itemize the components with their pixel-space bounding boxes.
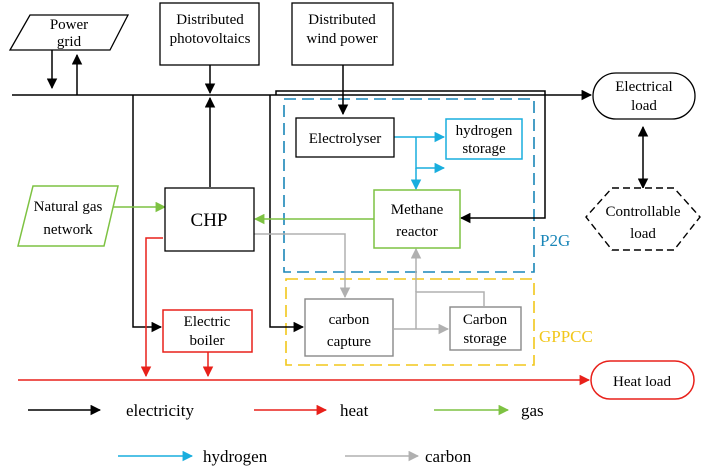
svg-text:capture: capture (327, 334, 371, 350)
controllable-load-node: Controllable load (585, 187, 701, 251)
svg-text:Power: Power (50, 17, 88, 33)
p2g-group-label: P2G (540, 231, 570, 250)
svg-text:CHP: CHP (191, 210, 228, 231)
carbon-flows (254, 233, 485, 335)
svg-text:load: load (630, 226, 656, 242)
svg-text:carbon: carbon (425, 447, 472, 466)
electrolyser-node: Electrolyser (295, 117, 395, 158)
chp-node: CHP (164, 187, 255, 252)
gas-flows (104, 201, 374, 225)
svg-text:grid: grid (57, 34, 82, 50)
legend: electricity heat gas hydrogen carbon (28, 401, 544, 466)
svg-text:electricity: electricity (126, 401, 194, 420)
legend-carbon: carbon (345, 447, 472, 466)
svg-text:Carbon: Carbon (463, 312, 508, 328)
legend-gas: gas (434, 401, 544, 420)
gppcc-group-box (285, 278, 535, 366)
electrical-load-node: Electrical load (592, 72, 696, 120)
legend-electricity: electricity (28, 401, 194, 420)
svg-text:hydrogen: hydrogen (203, 447, 268, 466)
svg-text:storage: storage (462, 141, 506, 157)
gppcc-group-label: GPPCC (539, 327, 593, 346)
svg-text:Electric: Electric (184, 314, 231, 330)
svg-text:boiler: boiler (190, 333, 225, 349)
distributed-pv-node: Distributed photovoltaics (159, 2, 260, 66)
legend-hydrogen: hydrogen (118, 447, 268, 466)
carbon-capture-node: carbon capture (304, 298, 394, 357)
hydrogen-flows (393, 131, 446, 191)
hydrogen-storage-node: hydrogen storage (445, 118, 523, 160)
svg-text:wind power: wind power (306, 31, 377, 47)
electric-boiler-node: Electric boiler (162, 309, 253, 353)
natural-gas-network-node: Natural gas network (17, 185, 119, 247)
svg-text:Distributed: Distributed (176, 12, 244, 28)
svg-text:load: load (631, 98, 657, 114)
svg-text:storage: storage (463, 331, 507, 347)
svg-text:Controllable: Controllable (606, 204, 681, 220)
methane-reactor-node: Methane reactor (373, 189, 461, 249)
svg-text:reactor: reactor (396, 224, 438, 240)
electricity-flows (12, 50, 649, 333)
carbon-storage-node: Carbon storage (449, 306, 522, 351)
svg-text:network: network (43, 222, 93, 238)
svg-text:photovoltaics: photovoltaics (170, 31, 251, 47)
svg-text:hydrogen: hydrogen (456, 123, 513, 139)
distributed-wind-node: Distributed wind power (291, 2, 394, 66)
p2g-group-box (283, 98, 535, 273)
svg-text:Electrolyser: Electrolyser (309, 131, 381, 147)
legend-heat: heat (254, 401, 369, 420)
svg-text:carbon: carbon (329, 312, 370, 328)
svg-text:Heat load: Heat load (613, 374, 671, 390)
svg-text:heat: heat (340, 401, 369, 420)
heat-load-node: Heat load (590, 360, 695, 400)
svg-text:Electrical: Electrical (615, 79, 672, 95)
svg-text:Distributed: Distributed (308, 12, 376, 28)
svg-text:Methane: Methane (391, 202, 444, 218)
svg-text:gas: gas (521, 401, 544, 420)
power-grid-node: Power grid (8, 14, 130, 51)
heat-flows (18, 237, 591, 386)
svg-text:Natural gas: Natural gas (34, 199, 103, 215)
